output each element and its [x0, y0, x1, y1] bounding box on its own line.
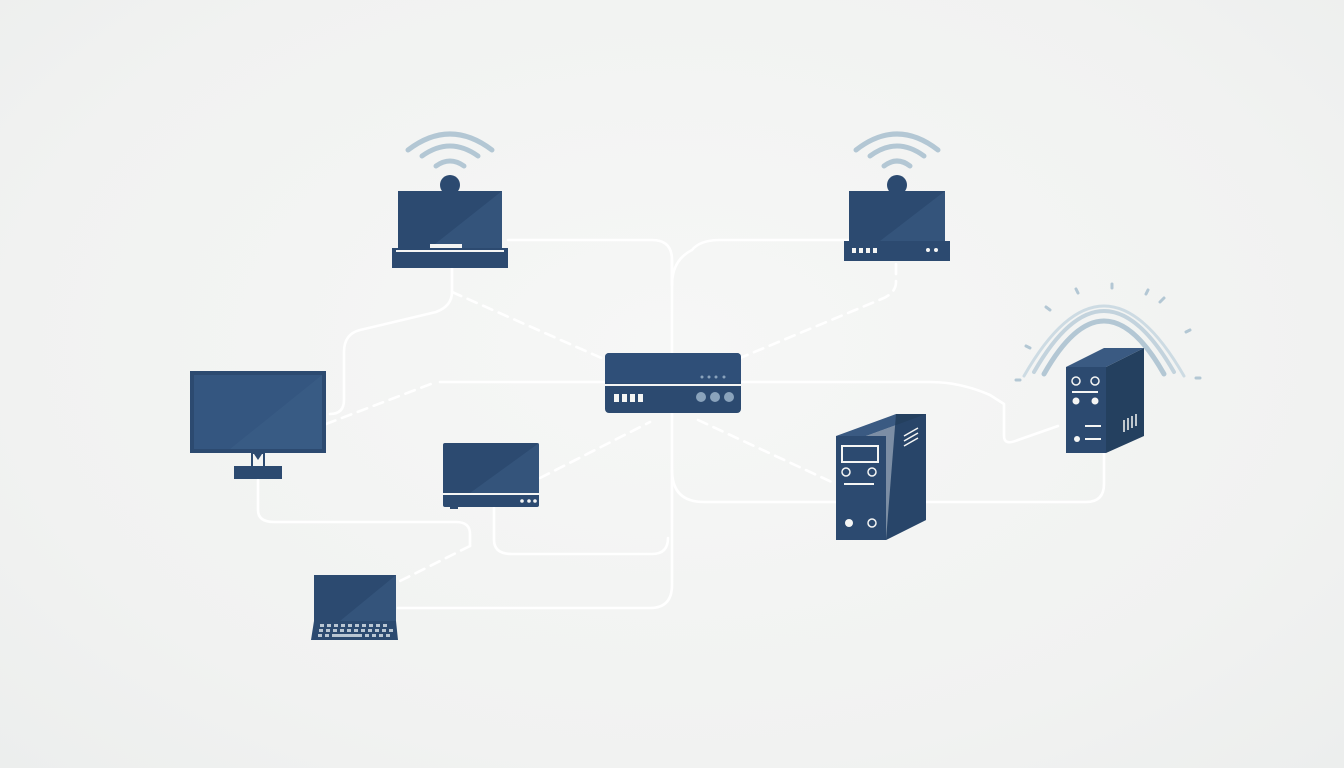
connection-lines	[256, 238, 1106, 610]
wifi-signal-icon	[405, 131, 495, 169]
link-router-trunk-vertical	[396, 258, 674, 610]
link-monitor-to-small-laptop	[256, 478, 472, 548]
router-icon	[605, 353, 741, 413]
central-router[interactable]	[605, 353, 741, 413]
laptop-icon	[311, 575, 398, 640]
wireless-access-point[interactable]	[844, 131, 950, 261]
link-monitor-to-router-dashed	[324, 380, 438, 426]
link-display-to-router	[492, 506, 670, 556]
small-display-device[interactable]	[443, 443, 539, 509]
display-device-icon	[443, 443, 539, 509]
link-laptop-to-access-point	[506, 238, 850, 287]
wifi-signal-icon	[1014, 282, 1202, 382]
access-point-icon	[844, 191, 950, 261]
link-router-to-tower-dashed	[696, 418, 838, 486]
wireless-server[interactable]	[1014, 282, 1202, 453]
link-small-laptop-dashed	[396, 544, 472, 584]
desktop-monitor[interactable]	[190, 371, 326, 479]
wifi-signal-icon	[853, 131, 941, 169]
link-access-point-to-router-dashed	[738, 262, 898, 360]
antenna-icon	[440, 175, 460, 195]
link-laptop-to-monitor	[328, 266, 454, 416]
keyboard-icon	[318, 624, 393, 637]
server-tower-icon	[836, 414, 926, 540]
wireless-laptop[interactable]	[392, 131, 508, 268]
laptop-icon	[392, 191, 508, 268]
antenna-icon	[887, 175, 907, 195]
monitor-icon	[190, 371, 326, 479]
link-laptop-to-router-dashed	[450, 290, 608, 362]
tower-server[interactable]	[836, 414, 926, 540]
small-laptop[interactable]	[311, 575, 398, 640]
link-router-to-tower-server	[670, 468, 838, 504]
link-tower-to-wireless-server	[924, 450, 1106, 504]
link-display-to-router-dashed	[538, 420, 652, 480]
server-tower-icon	[1066, 348, 1144, 453]
link-router-to-wireless-server	[438, 380, 1060, 444]
